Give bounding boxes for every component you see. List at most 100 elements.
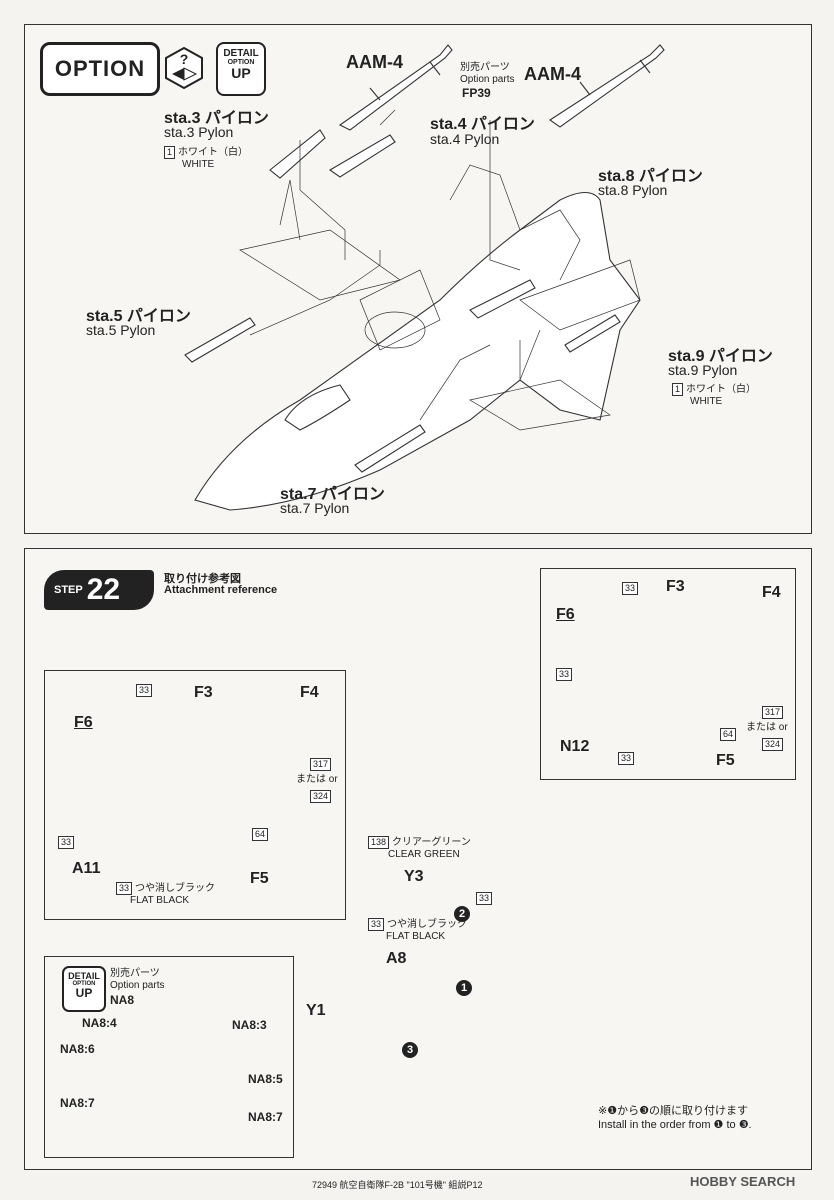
ls-F4: F4	[300, 684, 319, 701]
na8-code: NA8	[110, 993, 135, 1007]
sta3-color-en: WHITE	[182, 159, 215, 170]
rs-F3: F3	[666, 578, 685, 595]
ls-F5: F5	[250, 870, 269, 887]
note-jp: ※❶から❸の順に取り付けます	[598, 1105, 748, 1117]
rs-n33a: 33	[622, 582, 639, 595]
note-en: Install in the order from ❶ to ❸.	[598, 1119, 752, 1131]
optional-parts-code: FP39	[462, 86, 491, 100]
option-aircraft-drawing	[194, 164, 641, 511]
na8-label-7b: NA8:7	[248, 1110, 283, 1124]
ls-or: または or	[296, 774, 338, 785]
detail-up-badge: DETAIL OPTION UP	[216, 42, 266, 96]
rs-n324: 324	[762, 738, 784, 751]
sta5-jp: sta.5 パイロン	[86, 308, 191, 325]
sta8-en: sta.8 Pylon	[598, 182, 668, 198]
pylon-sta3	[269, 129, 326, 179]
sta9-color-jp: ホワイト（白）	[686, 384, 757, 395]
option-badge: OPTION	[40, 42, 160, 96]
rs-n33b: 33	[556, 668, 573, 681]
na8-subpanel	[44, 956, 294, 1158]
rs-n33c: 33	[618, 752, 635, 765]
sta7-jp: sta.7 パイロン	[280, 486, 385, 503]
left-seat-subpanel	[44, 670, 346, 920]
sta3-color-num: 1	[164, 146, 176, 159]
cn-clear-green-en: CLEAR GREEN	[388, 849, 460, 860]
cn-flat-black-jp: つや消しブラック	[387, 919, 468, 930]
sta7-en: sta.7 Pylon	[280, 500, 350, 516]
ls-n33b: 33	[58, 836, 75, 849]
cn-clear-green-jp: クリアーグリーン	[392, 837, 471, 848]
rs-F5: F5	[716, 752, 735, 769]
ls-F6: F6	[74, 714, 93, 731]
rs-n64: 64	[720, 728, 737, 741]
detail-line2: OPTION	[227, 59, 255, 66]
order-3-marker: 3	[402, 1042, 418, 1058]
na8-label-6: NA8:6	[60, 1042, 95, 1056]
sta3-en: sta.3 Pylon	[164, 124, 234, 140]
cn-Y1: Y1	[306, 1002, 326, 1019]
rs-F4: F4	[762, 584, 781, 601]
cn-flat-black-en: FLAT BLACK	[386, 931, 446, 942]
sta8-jp: sta.8 パイロン	[598, 168, 703, 185]
reference-en: Attachment reference	[164, 584, 278, 596]
ls-flat-black-jp: つや消しブラック	[135, 883, 216, 894]
na8-label-3: NA8:3	[232, 1018, 267, 1032]
svg-text:?: ?	[180, 51, 189, 67]
pylon-sta9	[564, 314, 621, 353]
step-badge: STEP 22	[44, 570, 154, 610]
sta4-en: sta.4 Pylon	[430, 131, 500, 147]
cn-n138: 138	[368, 836, 390, 849]
order-2-marker: 2	[454, 906, 470, 922]
step22-panel	[24, 548, 812, 1170]
na8-label-7a: NA8:7	[60, 1096, 95, 1110]
pylon-sta8	[469, 279, 536, 319]
footer-text: 72949 航空自衛隊F-2B "101号機" 組説P12	[312, 1180, 483, 1190]
missile-aam4-left	[338, 44, 453, 131]
order-1-marker: 1	[456, 980, 472, 996]
ls-n317: 317	[310, 758, 332, 771]
na8-badge-line3: UP	[75, 986, 93, 1000]
ls-F3: F3	[194, 684, 213, 701]
sta4-jp: sta.4 パイロン	[430, 116, 535, 133]
aam4-left-label: AAM-4	[346, 52, 403, 72]
na8-label-4: NA8:4	[82, 1016, 117, 1030]
optional-parts-en: Option parts	[460, 74, 515, 85]
rs-N12: N12	[560, 738, 590, 755]
ls-n33a: 33	[136, 684, 153, 697]
pylon-sta7	[354, 424, 426, 473]
step-number: 22	[86, 573, 121, 606]
watermark: HOBBY SEARCH	[690, 1174, 796, 1189]
detail-line1: DETAIL	[223, 48, 259, 59]
cn-n33a: 33	[476, 892, 493, 905]
na8-badge-line2: OPTION	[72, 981, 96, 987]
cn-n33b: 33	[368, 918, 385, 931]
rs-n317: 317	[762, 706, 784, 719]
right-seat-subpanel	[540, 568, 796, 780]
optional-parts-jp: 別売パーツ	[460, 62, 510, 73]
sta9-color-num: 1	[672, 383, 684, 396]
detail-line3: UP	[231, 65, 251, 81]
na8-jp: 別売パーツ	[110, 968, 160, 979]
rs-F6: F6	[556, 606, 575, 623]
na8-label-5: NA8:5	[248, 1072, 283, 1086]
sta9-jp: sta.9 パイロン	[668, 348, 773, 365]
ls-n64: 64	[252, 828, 269, 841]
rs-or: または or	[746, 722, 788, 733]
sta5-en: sta.5 Pylon	[86, 322, 156, 338]
sta9-color-en: WHITE	[690, 396, 723, 407]
pylon-sta4	[328, 134, 396, 178]
ls-n33c: 33	[116, 882, 133, 895]
sta3-color-jp: ホワイト（白）	[178, 147, 249, 158]
aam4-right-label: AAM-4	[524, 64, 581, 84]
na8-en: Option parts	[110, 980, 165, 991]
reference-jp: 取り付け参考図	[164, 573, 241, 585]
sta3-jp: sta.3 パイロン	[164, 110, 269, 127]
ls-flat-black-en: FLAT BLACK	[130, 895, 190, 906]
cn-A8: A8	[386, 950, 407, 967]
ls-A11: A11	[72, 860, 101, 877]
swap-option-icon: ?	[165, 46, 203, 90]
na8-badge-line1: DETAIL	[68, 971, 100, 981]
cn-Y3: Y3	[404, 868, 424, 885]
